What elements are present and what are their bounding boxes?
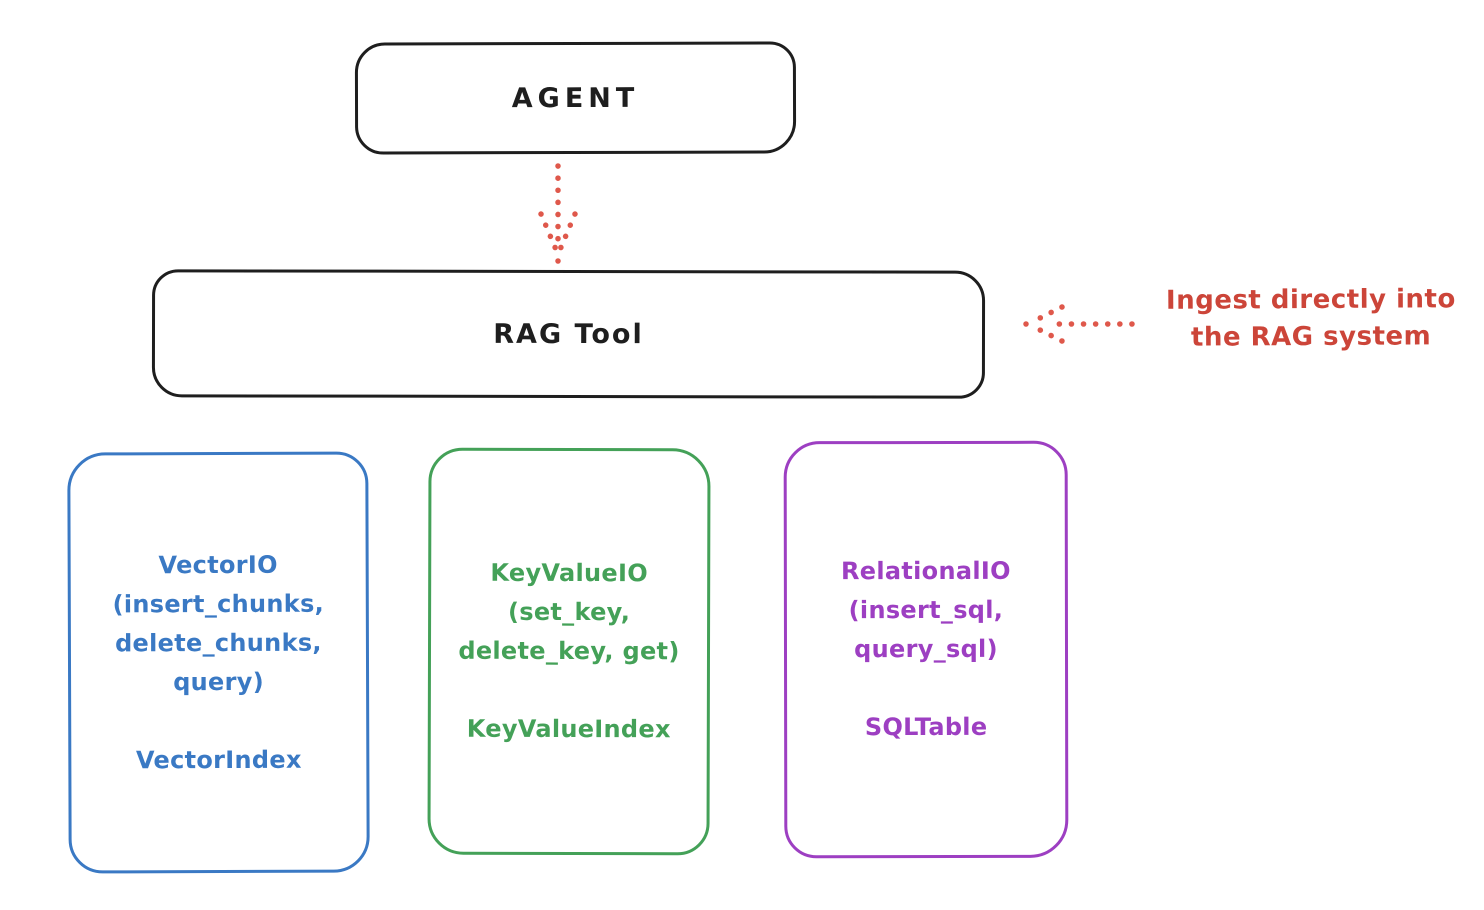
backend-line: delete_chunks,: [114, 628, 322, 657]
keyvalue-index-label: KeyValueIndex: [466, 714, 671, 744]
annotation-to-rag-arrow: [1023, 304, 1135, 344]
rag-tool-node: RAG Tool: [151, 269, 986, 399]
backend-line: (insert_chunks,: [112, 589, 325, 618]
relational-io-node: RelationalIO (insert_sql, query_sql) SQL…: [783, 440, 1069, 859]
keyvalue-io-node: KeyValueIO (set_key, delete_key, get) Ke…: [427, 447, 711, 856]
backend-line: delete_key, get): [458, 636, 680, 666]
vector-io-text: VectorIO (insert_chunks, delete_chunks, …: [112, 545, 324, 780]
ingest-annotation-line2: the RAG system: [1190, 321, 1432, 353]
backend-line: (set_key,: [507, 597, 631, 627]
backend-line: RelationalIO: [840, 556, 1011, 586]
ingest-annotation-line1: Ingest directly into: [1165, 284, 1456, 316]
keyvalue-io-text: KeyValueIO (set_key, delete_key, get) Ke…: [458, 554, 680, 750]
arrow-head-left: [538, 211, 560, 255]
arrow-head-right: [556, 211, 578, 255]
arrow-head-bottom: [1029, 323, 1065, 344]
arrow-head-top: [1029, 304, 1065, 325]
backend-line: KeyValueIO: [490, 558, 648, 588]
backend-line: (insert_sql,: [848, 595, 1004, 625]
rag-tool-node-label: RAG Tool: [493, 318, 644, 350]
vector-io-node: VectorIO (insert_chunks, delete_chunks, …: [67, 451, 370, 874]
backend-line: VectorIO: [158, 550, 278, 579]
backend-line: query_sql): [854, 634, 998, 664]
agent-node-label: AGENT: [511, 82, 640, 114]
agent-node: AGENT: [354, 41, 797, 155]
backend-line: query): [173, 667, 265, 696]
sql-table-label: SQLTable: [864, 712, 988, 742]
agent-to-rag-arrow: [538, 163, 578, 264]
vector-index-label: VectorIndex: [135, 745, 302, 774]
ingest-annotation: Ingest directly into the RAG system: [1138, 281, 1484, 357]
relational-io-text: RelationalIO (insert_sql, query_sql) SQL…: [841, 552, 1011, 747]
